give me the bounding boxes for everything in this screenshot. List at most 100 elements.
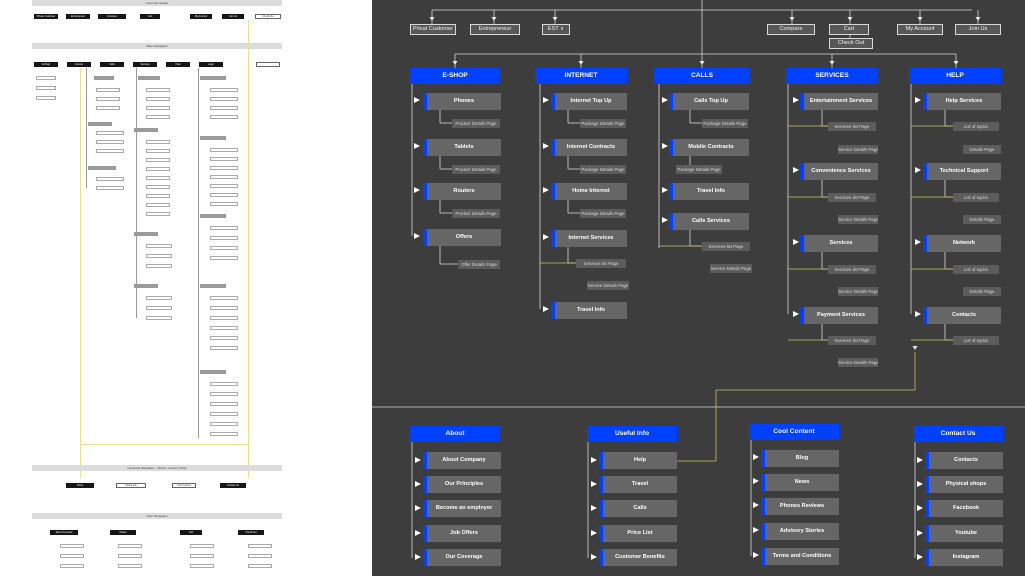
footer-item[interactable]: Instagram — [925, 549, 1003, 566]
footer-header-useful-info[interactable]: Useful Info — [587, 426, 677, 442]
menu-item-technical-support[interactable]: Technical Support — [923, 163, 1001, 180]
overview-menu-item[interactable]: Login — [199, 62, 223, 67]
language-select[interactable]: EST ∨ — [542, 24, 570, 35]
menu-item-internet-top-up[interactable]: Internet Top Up — [551, 93, 627, 110]
menu-item-network[interactable]: Network — [923, 235, 1001, 252]
footer-item[interactable]: Youtube — [925, 525, 1003, 542]
sub-page[interactable]: Services list Page — [702, 242, 750, 251]
sub-page[interactable]: Service Details Page — [587, 281, 629, 290]
menu-item-convenience-services[interactable]: Convenience Services — [800, 163, 878, 180]
menu-header-help[interactable]: HELP — [909, 68, 1001, 84]
sub-page[interactable]: Services list Page — [828, 336, 876, 345]
sub-page[interactable]: Service Details Page — [710, 264, 752, 273]
sub-page[interactable]: Service Details Page — [838, 145, 878, 154]
sub-page[interactable]: Package Details Page — [702, 119, 748, 128]
sub-page[interactable]: Services list Page — [576, 259, 626, 268]
cart-button[interactable]: Cart — [829, 24, 869, 35]
sub-page[interactable]: Package Details Page — [580, 165, 626, 174]
overview-footer-item[interactable]: About — [66, 483, 94, 488]
menu-item-calls-services[interactable]: Calls Services — [669, 213, 749, 230]
menu-item-payment-services[interactable]: Payment Services — [800, 307, 878, 324]
sub-page[interactable]: Services list Page — [828, 193, 876, 202]
footer-item[interactable]: Advisory Stories — [761, 523, 839, 540]
footer-item[interactable]: Become an employer — [423, 500, 501, 517]
join-us-button[interactable]: Join Us — [955, 24, 1001, 35]
footer-item[interactable]: Facebook — [925, 500, 1003, 517]
footer-item[interactable]: Help — [599, 452, 677, 469]
footer-item[interactable]: Terms and Conditions — [761, 548, 839, 565]
menu-header-eshop[interactable]: E-SHOP — [410, 68, 500, 84]
sub-page[interactable]: Details Page — [963, 145, 1001, 154]
menu-item-calls-top-up[interactable]: Calls Top Up — [669, 93, 749, 110]
footer-item[interactable]: About Company — [423, 452, 501, 469]
top-nav-private-customer[interactable]: Privat Customer — [410, 24, 456, 35]
overview-user-item[interactable]: Orders — [110, 530, 136, 535]
overview-header-item[interactable]: Private Customer — [34, 14, 58, 19]
footer-header-about[interactable]: About — [410, 426, 500, 442]
overview-menu-item[interactable]: Calls — [100, 62, 124, 67]
menu-item-internet-contracts[interactable]: Internet Contracts — [551, 139, 627, 156]
menu-item-internet-services[interactable]: Internet Services — [551, 230, 627, 247]
footer-item[interactable]: Calls — [599, 500, 677, 517]
footer-item[interactable]: Job Offers — [423, 525, 501, 542]
menu-item-phones[interactable]: Phones — [423, 93, 501, 110]
sub-page[interactable]: Package Details Page — [676, 165, 722, 174]
sub-page[interactable]: Offer Details Page — [458, 260, 500, 269]
overview-checkout[interactable]: Check Out — [255, 14, 281, 19]
footer-item[interactable]: Customer Benefits — [599, 549, 677, 566]
overview-user-item[interactable]: Check Out — [238, 530, 264, 535]
menu-header-services[interactable]: SERVICES — [786, 68, 878, 84]
menu-item-help-services[interactable]: Help Services — [923, 93, 1001, 110]
overview-header-item[interactable]: Entrepreneur — [66, 14, 90, 19]
menu-item-offers[interactable]: Offers — [423, 229, 501, 246]
overview-menu-item[interactable]: Help — [166, 62, 190, 67]
overview-footer-item[interactable]: Cool Content — [172, 483, 196, 488]
sub-page[interactable]: List of topics — [953, 122, 999, 131]
sub-page[interactable]: Services list Page — [828, 265, 876, 274]
menu-header-internet[interactable]: INTERNET — [535, 68, 627, 84]
sub-page[interactable]: Package Details Page — [580, 209, 626, 218]
sub-page[interactable]: Product Details Page — [452, 209, 500, 218]
footer-item[interactable]: Blog — [761, 450, 839, 467]
footer-item[interactable]: Contacts — [925, 452, 1003, 469]
footer-header-contact-us[interactable]: Contact Us — [913, 426, 1003, 442]
menu-item-travel-info[interactable]: Travel Info — [551, 302, 627, 319]
menu-item-routers[interactable]: Routers — [423, 183, 501, 200]
menu-item-entertainment-services[interactable]: Entertainment Services — [800, 93, 878, 110]
overview-user-item[interactable]: Menu Overview — [50, 530, 78, 535]
overview-header-item[interactable]: Join Us — [222, 14, 244, 19]
my-account-button[interactable]: My Account — [897, 24, 943, 35]
footer-item[interactable]: Our Coverage — [423, 549, 501, 566]
overview-login[interactable] — [256, 62, 280, 67]
check-out-button[interactable]: Check Out — [829, 38, 873, 49]
footer-item[interactable]: Price List — [599, 525, 677, 542]
menu-item-services[interactable]: Services — [800, 235, 878, 252]
sub-page[interactable]: Product Details Page — [452, 165, 500, 174]
sub-page[interactable]: Details Page — [963, 215, 1001, 224]
overview-menu-item[interactable]: Internet — [67, 62, 91, 67]
menu-item-mobile-contracts[interactable]: Mobile Contracts — [669, 139, 749, 156]
menu-item-home-internet[interactable]: Home Internet — [551, 183, 627, 200]
footer-item[interactable]: Our Principles — [423, 476, 501, 493]
sub-page[interactable]: List of topics — [953, 193, 999, 202]
menu-item-calls-travel-info[interactable]: Travel Info — [669, 183, 749, 200]
sub-page[interactable]: Services list Page — [828, 122, 876, 131]
overview-footer-item[interactable]: Useful Info — [116, 483, 146, 488]
footer-item[interactable]: News — [761, 474, 839, 491]
compare-button[interactable]: Compare — [767, 24, 815, 35]
menu-item-contacts[interactable]: Contacts — [923, 307, 1001, 324]
top-nav-entrepreneur[interactable]: Entrepreneur — [470, 24, 520, 35]
sub-page[interactable]: Product Details Page — [452, 119, 500, 128]
footer-item[interactable]: Physical shops — [925, 476, 1003, 493]
overview-footer-item[interactable]: Contact Us — [220, 483, 246, 488]
sub-page[interactable]: Package Details Page — [580, 119, 626, 128]
overview-menu-item[interactable]: E-Shop — [34, 62, 58, 67]
footer-item[interactable]: Phones Reviews — [761, 498, 839, 515]
sub-page[interactable]: Details Page — [963, 287, 1001, 296]
sub-page[interactable]: Service Details Page — [838, 358, 878, 367]
overview-header-item[interactable]: Compare — [98, 14, 126, 19]
sub-page[interactable]: Service Details Page — [838, 215, 878, 224]
overview-menu-item[interactable]: Services — [133, 62, 157, 67]
overview-header-item[interactable]: My Account — [190, 14, 212, 19]
overview-user-item[interactable]: Cart — [180, 530, 202, 535]
